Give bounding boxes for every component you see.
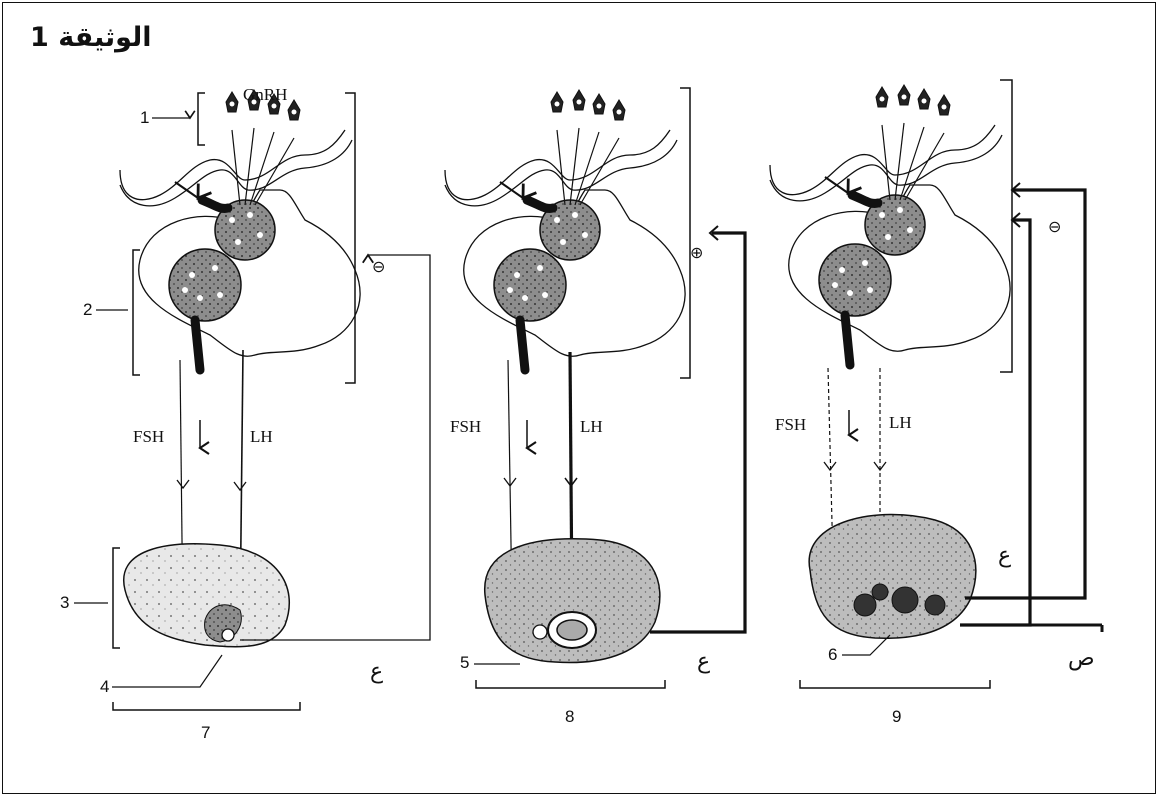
fsh-label-1: FSH bbox=[133, 427, 164, 446]
panel-2 bbox=[445, 88, 745, 688]
feedback-sign-2: ⊕ bbox=[690, 245, 703, 262]
feedback-sign-1: ⊖ bbox=[372, 259, 385, 276]
letter-ein-3: ع bbox=[998, 543, 1011, 568]
panel-1 bbox=[113, 90, 430, 710]
stage-label-9: 9 bbox=[892, 707, 901, 726]
stage-label-7: 7 bbox=[201, 723, 210, 742]
panel-3 bbox=[770, 80, 1102, 688]
label-5: 5 bbox=[460, 653, 469, 672]
stage-label-8: 8 bbox=[565, 707, 574, 726]
fsh-label-2: FSH bbox=[450, 417, 481, 436]
label-4: 4 bbox=[100, 677, 109, 696]
fsh-label-3: FSH bbox=[775, 415, 806, 434]
label-4-pointer bbox=[112, 655, 222, 687]
lh-label-1: LH bbox=[250, 427, 273, 446]
lh-label-3: LH bbox=[889, 413, 912, 432]
ovary-3 bbox=[809, 514, 976, 638]
label-6: 6 bbox=[828, 645, 837, 664]
feedback-sign-3: ⊖ bbox=[1048, 219, 1061, 236]
letter-ein-2: ع bbox=[697, 649, 710, 674]
label-2: 2 bbox=[83, 300, 92, 319]
letter-ein-1: ع bbox=[370, 659, 383, 684]
lh-label-2: LH bbox=[580, 417, 603, 436]
gnrh-label: GnRH bbox=[243, 85, 287, 104]
label-1: 1 bbox=[140, 108, 149, 127]
label-3: 3 bbox=[60, 593, 69, 612]
letter-sad-3: ص bbox=[1068, 646, 1095, 671]
